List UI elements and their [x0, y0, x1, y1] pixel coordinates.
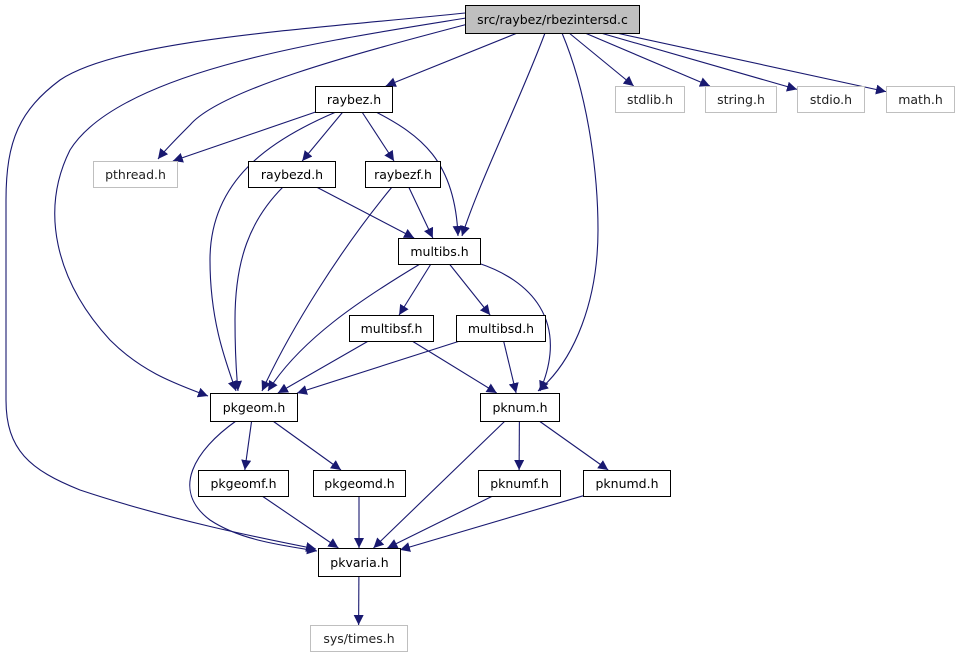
edge-pknumf-to-pkvaria — [387, 495, 493, 549]
node-label-raybezd: raybezd.h — [261, 167, 323, 182]
node-box-pthread — [93, 161, 178, 188]
node-box-pknumf — [478, 470, 561, 497]
edge-multibsd-to-pknum — [503, 340, 519, 394]
edge-root-to-math — [616, 32, 887, 95]
edge-root-to-stdlib — [568, 32, 635, 87]
node-box-multibsd — [456, 315, 546, 342]
node-label-pkgeomf: pkgeomf.h — [210, 476, 276, 491]
node-label-pkgeom: pkgeom.h — [223, 400, 286, 415]
node-raybezf[interactable]: raybezf.h — [365, 161, 441, 188]
edge-multibs-to-multibsd — [448, 263, 491, 316]
node-pkvaria[interactable]: pkvaria.h — [318, 548, 401, 577]
node-box-stdio — [797, 86, 865, 113]
node-multibsf[interactable]: multibsf.h — [349, 315, 434, 342]
node-box-pkgeomd — [313, 470, 406, 497]
node-box-pkgeomf — [198, 470, 289, 497]
nodes-layer: src/raybez/rbezintersd.c raybez.h stdlib.h… — [93, 5, 955, 652]
node-box-raybez — [315, 86, 393, 113]
node-label-raybez: raybez.h — [327, 92, 381, 107]
node-label-multibs: multibs.h — [410, 244, 468, 259]
node-label-multibsf: multibsf.h — [361, 321, 423, 336]
node-label-pthread: pthread.h — [105, 167, 166, 182]
node-box-systimes — [310, 625, 408, 652]
node-box-string — [705, 86, 777, 113]
node-label-stdlib: stdlib.h — [627, 92, 673, 107]
edge-root-to-pthread — [157, 23, 469, 160]
node-box-multibs — [398, 238, 481, 265]
node-box-math — [886, 86, 955, 113]
node-pknum[interactable]: pknum.h — [480, 393, 560, 422]
edge-pknumd-to-pkvaria — [399, 495, 584, 552]
node-label-stdio: stdio.h — [810, 92, 852, 107]
node-raybezd[interactable]: raybezd.h — [248, 161, 336, 188]
node-pkgeomf[interactable]: pkgeomf.h — [198, 470, 289, 497]
edge-raybez-to-raybezd — [301, 111, 344, 162]
node-label-pknumd: pknumd.h — [595, 476, 658, 491]
edge-raybezd-to-multibs — [316, 186, 415, 239]
node-string: string.h — [705, 86, 777, 113]
edge-root-to-pknum — [537, 32, 599, 392]
edge-multibsd-to-pkgeom — [296, 340, 461, 395]
edge-multibs-to-multibsf — [398, 263, 432, 316]
node-box-pknum — [480, 393, 560, 422]
edge-raybezd-to-pkgeom — [232, 186, 284, 392]
node-label-pkgeomd: pkgeomd.h — [324, 476, 394, 491]
edge-multibsf-to-pknum — [411, 340, 497, 394]
node-box-raybezd — [248, 161, 336, 188]
node-label-pkvaria: pkvaria.h — [330, 555, 388, 570]
edges-layer — [5, 12, 887, 626]
node-box-pknumd — [583, 470, 671, 497]
edge-raybez-to-pkgeom — [209, 111, 337, 392]
node-pknumd[interactable]: pknumd.h — [583, 470, 671, 497]
edge-raybez-to-raybezf — [361, 111, 395, 162]
edge-pkgeom-to-pkvaria — [189, 420, 318, 555]
node-multibsd[interactable]: multibsd.h — [456, 315, 546, 342]
edge-raybezf-to-multibs — [408, 186, 434, 239]
node-label-pknumf: pknumf.h — [490, 476, 549, 491]
node-box-stdlib — [615, 86, 685, 113]
node-label-string: string.h — [717, 92, 765, 107]
edge-pkgeomf-to-pkvaria — [261, 495, 339, 549]
node-box-root — [465, 5, 640, 34]
edge-root-to-stdio — [600, 32, 798, 92]
edge-raybez-to-pthread — [172, 111, 316, 163]
node-box-multibsf — [349, 315, 434, 342]
edge-pkgeom-to-pkgeomd — [272, 420, 342, 471]
node-label-systimes: sys/times.h — [323, 631, 394, 646]
node-box-pkgeom — [210, 393, 298, 422]
node-label-raybezf: raybezf.h — [374, 167, 432, 182]
edge-multibsf-to-pkgeom — [277, 340, 369, 394]
node-systimes: sys/times.h — [310, 625, 408, 652]
node-label-math: math.h — [898, 92, 943, 107]
node-math: math.h — [886, 86, 955, 113]
edge-raybez-to-multibs — [375, 111, 463, 237]
edge-root-to-multibs — [460, 32, 546, 237]
node-pknumf[interactable]: pknumf.h — [478, 470, 561, 497]
edge-multibs-to-pknum — [477, 262, 551, 392]
edge-raybezf-to-pkgeom — [261, 186, 393, 392]
node-pthread: pthread.h — [93, 161, 178, 188]
node-root[interactable]: src/raybez/rbezintersd.c — [465, 5, 640, 34]
node-pkgeomd[interactable]: pkgeomd.h — [313, 470, 406, 497]
edge-root-to-pkvaria — [5, 12, 466, 552]
edge-root-to-raybez — [385, 32, 518, 87]
node-box-pkvaria — [318, 548, 401, 577]
node-label-multibsd: multibsd.h — [468, 321, 534, 336]
edge-pknum-to-pkvaria — [373, 420, 506, 549]
node-multibs[interactable]: multibs.h — [398, 238, 481, 265]
edge-pkgeom-to-pkgeomf — [241, 420, 253, 471]
node-box-raybezf — [365, 161, 441, 188]
edge-pknum-to-pknumd — [538, 420, 609, 471]
edge-root-to-string — [584, 32, 711, 87]
node-raybez[interactable]: raybez.h — [315, 86, 393, 113]
node-pkgeom[interactable]: pkgeom.h — [210, 393, 298, 422]
edge-multibs-to-pkgeom — [267, 263, 421, 392]
edge-root-to-pkgeom — [54, 17, 467, 398]
node-stdio: stdio.h — [797, 86, 865, 113]
node-label-pknum: pknum.h — [492, 400, 547, 415]
node-stdlib: stdlib.h — [615, 86, 685, 113]
node-label-root: src/raybez/rbezintersd.c — [477, 12, 628, 27]
